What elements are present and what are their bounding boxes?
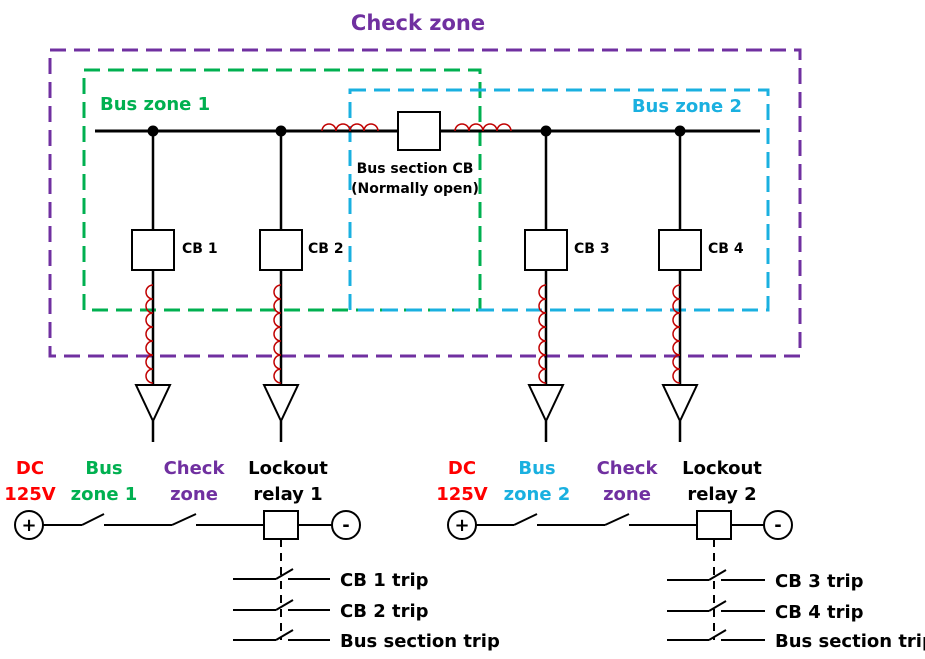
bus-zone-1-boundary — [82, 68, 482, 312]
svg-text:-: - — [774, 515, 781, 536]
bus-section-trip-2-label: Bus section trip — [775, 631, 925, 652]
bus-section-label-2: (Normally open) — [351, 181, 479, 197]
dc-label-1b: 125V — [4, 484, 56, 505]
minus-terminal-2: - — [763, 510, 793, 540]
bus-section-ct-left — [321, 123, 379, 132]
trip-2-label: CB 2 trip — [340, 601, 429, 622]
svg-text:+: + — [21, 515, 36, 536]
check-contact-label-2b: zone — [603, 484, 651, 505]
check-contact-label-1b: zone — [170, 484, 218, 505]
cb-2-label: CB 2 — [308, 241, 344, 257]
cb-3-label: CB 3 — [574, 241, 610, 257]
lockout-relay-1-label-b: relay 1 — [253, 484, 322, 505]
lockout-relay-1-label-a: Lockout — [248, 458, 328, 479]
zone1-contact-label-a: Bus — [85, 458, 122, 479]
feeder-4 — [658, 125, 702, 442]
dc-label-2b: 125V — [436, 484, 488, 505]
trip-1-label: CB 1 trip — [340, 570, 429, 591]
zone2-contact-label-a: Bus — [518, 458, 555, 479]
bus-section-breaker — [397, 111, 441, 151]
bus-section-trip-1-label: Bus section trip — [340, 631, 500, 652]
plus-terminal-1: + — [14, 510, 44, 540]
feeder-1 — [131, 125, 175, 442]
bus-section-label-1: Bus section CB — [357, 161, 474, 177]
dc-label-2a: DC — [448, 458, 476, 479]
trip-circuit-1-wiring — [43, 510, 332, 641]
zone1-contact-label-b: zone 1 — [71, 484, 138, 505]
check-zone-title: Check zone — [351, 11, 485, 35]
bus-zone-2-boundary — [348, 88, 770, 312]
zone2-contact-label-b: zone 2 — [504, 484, 571, 505]
lockout-relay-2-label-b: relay 2 — [687, 484, 756, 505]
bus-zone-2-label: Bus zone 2 — [632, 96, 742, 117]
plus-terminal-2: + — [447, 510, 477, 540]
svg-text:+: + — [454, 515, 469, 536]
feeder-3 — [524, 125, 568, 442]
check-contact-label-1a: Check — [164, 458, 226, 479]
lockout-relay-2-label-a: Lockout — [682, 458, 762, 479]
trip-circuit-2-wiring — [476, 510, 765, 641]
minus-terminal-1: - — [331, 510, 361, 540]
cb-1-label: CB 1 — [182, 241, 218, 257]
check-contact-label-2a: Check — [597, 458, 659, 479]
check-zone-boundary — [48, 48, 802, 358]
bus-section-ct-right — [454, 123, 512, 132]
trip-4-label: CB 4 trip — [775, 602, 864, 623]
dc-label-1a: DC — [16, 458, 44, 479]
trip-3-label: CB 3 trip — [775, 571, 864, 592]
bus-zone-1-label: Bus zone 1 — [100, 94, 210, 115]
feeder-2 — [259, 125, 303, 442]
svg-text:-: - — [342, 515, 349, 536]
cb-4-label: CB 4 — [708, 241, 744, 257]
